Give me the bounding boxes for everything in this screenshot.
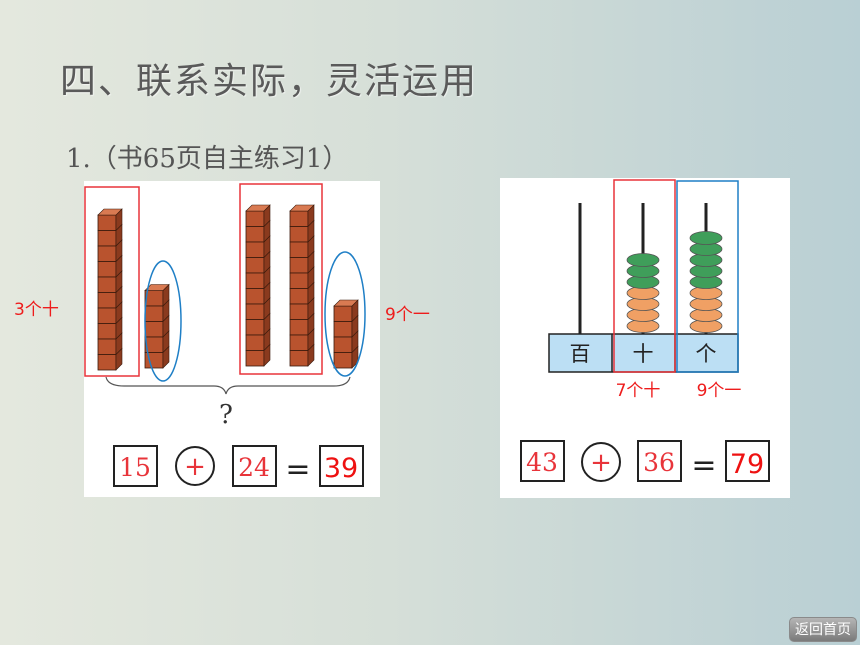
plus-operator: + [184,452,206,482]
ones-note: 9个一 [697,381,742,401]
answer-value: 39 [324,453,358,484]
plus-operator: + [590,448,612,478]
abacus-panel: 百 十 个 7个十 9个一 43 + 36 = 79 [500,178,790,498]
addend-1: 43 [526,448,558,477]
addend-box [113,445,158,487]
ten-rod [289,204,315,367]
place-label-ones: 个 [696,342,717,366]
page-title: 四、联系实际，灵活运用 [60,61,479,102]
abacus-beads [626,231,723,333]
blocks-figure: ? 15 + 24 = 39 [84,183,366,487]
place-label-hundreds: 百 [570,342,591,366]
abacus-bead [689,231,723,245]
left-tens-note: 3个十 [14,300,59,320]
ten-rod [245,204,271,367]
addend-2: 24 [238,453,270,482]
total-brace [105,376,351,395]
ten-rod [97,208,123,371]
ones-highlight-box [676,180,739,373]
ones-highlight-ellipse [324,251,366,377]
question-mark: ? [219,400,233,430]
addend-2: 36 [643,448,675,477]
place-label-tens: 十 [633,342,654,366]
ones-cubes [144,283,170,369]
left-ones-note: 9个一 [385,305,430,325]
answer-value: 79 [730,449,764,480]
ones-cubes [333,299,359,369]
ones-highlight-ellipse [144,260,182,382]
addend-box [637,440,682,482]
equals-sign: = [285,452,310,487]
operator-circle [175,446,215,486]
abacus-figure: 百 十 个 7个十 9个一 43 + 36 = 79 [520,179,770,483]
operator-circle [581,442,621,482]
addend-box [232,445,277,487]
exercise-subtitle: 1.（书65页自主练习1） [66,144,349,174]
addend-box [520,440,565,482]
tens-highlight-box [613,179,676,373]
abacus-bead [626,253,660,267]
tens-highlight-box [239,183,323,375]
blocks-panel: ? 15 + 24 = 39 [84,181,380,497]
home-button[interactable]: 返回首页 [789,617,857,642]
tens-highlight-box [84,186,140,377]
addend-1: 15 [119,453,151,482]
answer-box [725,440,770,482]
tens-rods [97,204,359,371]
equals-sign: = [691,448,716,483]
tens-note: 7个十 [616,381,661,401]
answer-box [319,445,364,487]
